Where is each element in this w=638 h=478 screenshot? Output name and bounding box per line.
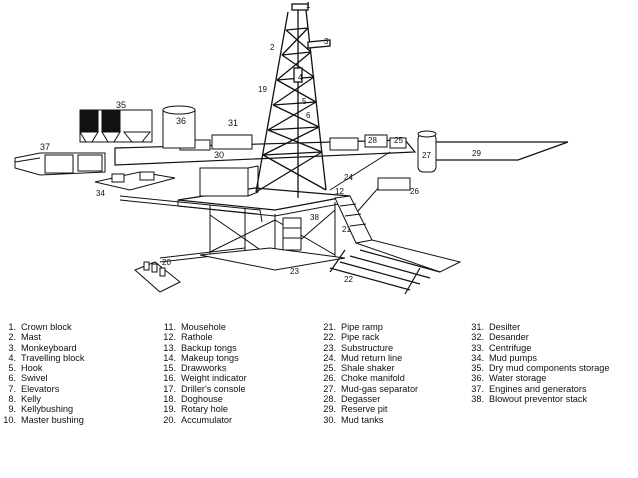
callout-37: 37 (40, 142, 50, 152)
callout-38: 38 (310, 213, 319, 222)
callout-31: 31 (228, 118, 238, 128)
legend-item: 2.Mast (8, 332, 41, 343)
legend-item: 31.Desilter (471, 322, 521, 332)
legend-item: 33.Centrifuge (471, 342, 532, 353)
component-legend: 1.Crown block 2.Mast 3.Monkeyboard 4.Tra… (0, 322, 638, 432)
callout-25: 25 (394, 136, 403, 145)
reserve-pit (431, 141, 569, 161)
callout-5: 5 (302, 97, 307, 106)
legend-item: 22.Pipe rack (323, 332, 380, 343)
callout-30: 30 (214, 150, 224, 160)
callout-36: 36 (176, 116, 186, 126)
legend-item: 37.Engines and generators (471, 383, 587, 394)
legend-item: 9.Kellybushing (8, 404, 74, 415)
legend-item: 28.Degasser (323, 394, 381, 405)
legend-item: 14.Makeup tongs (163, 352, 239, 363)
callout-21: 21 (342, 225, 351, 234)
rig-drawing: 1 2 3 4 5 6 19 35 36 31 30 37 34 28 25 2… (14, 1, 569, 295)
legend-item: 11.Mousehole (163, 322, 226, 332)
legend-item: 21.Pipe ramp (323, 322, 383, 332)
accumulator (134, 261, 181, 293)
legend-item: 8.Kelly (8, 394, 41, 405)
doghouse (199, 167, 249, 197)
legend-item: 38.Blowout preventor stack (471, 394, 588, 405)
legend-column-4: 31.Desilter 32.Desander 33.Centrifuge 34… (468, 322, 610, 405)
legend-column-3: 21.Pipe ramp 22.Pipe rack 23.Substructur… (320, 322, 418, 425)
callout-34: 34 (96, 189, 105, 198)
choke-manifold (377, 177, 411, 191)
legend-item: 18.Doghouse (163, 394, 223, 405)
callout-6: 6 (306, 111, 311, 120)
bop-stack (282, 217, 302, 251)
legend-item: 23.Substructure (323, 342, 394, 353)
legend-item: 3.Monkeyboard (8, 342, 77, 353)
legend-item: 25.Shale shaker (323, 363, 395, 374)
callout-22: 22 (344, 275, 353, 284)
legend-item: 30.Mud tanks (323, 414, 384, 425)
legend-item: 17.Driller's console (163, 383, 246, 394)
callout-28: 28 (368, 136, 377, 145)
legend-item: 10.Master bushing (3, 414, 84, 425)
callout-23: 23 (290, 267, 299, 276)
mast (255, 3, 331, 198)
legend-item: 12.Rathole (163, 332, 213, 343)
legend-item: 13.Backup tongs (163, 342, 237, 353)
legend-item: 5.Hook (8, 363, 43, 374)
callout-12: 12 (335, 187, 344, 196)
callout-27: 27 (422, 151, 431, 160)
legend-item: 4.Travelling block (8, 352, 85, 363)
legend-item: 6.Swivel (8, 373, 48, 384)
legend-column-2: 11.Mousehole 12.Rathole 13.Backup tongs … (160, 322, 247, 425)
legend-item: 34.Mud pumps (471, 352, 538, 363)
drilling-rig-illustration: 1 2 3 4 5 6 19 35 36 31 30 37 34 28 25 2… (14, 1, 569, 295)
legend-item: 35.Dry mud components storage (471, 363, 610, 374)
legend-column-1: 1.Crown block 2.Mast 3.Monkeyboard 4.Tra… (0, 322, 85, 425)
legend-item: 19.Rotary hole (163, 404, 228, 415)
callout-19: 19 (258, 85, 267, 94)
callout-24: 24 (344, 173, 353, 182)
pipe-rack (329, 249, 441, 295)
legend-item: 1.Crown block (8, 322, 72, 332)
legend-item: 29.Reserve pit (323, 404, 388, 415)
legend-item: 24.Mud return line (323, 352, 403, 363)
callout-4: 4 (298, 73, 303, 82)
callout-26: 26 (410, 187, 419, 196)
callout-29: 29 (472, 149, 481, 158)
legend-item: 32.Desander (471, 332, 529, 343)
callout-2: 2 (270, 43, 275, 52)
legend-item: 20.Accumulator (163, 414, 233, 425)
callout-1: 1 (306, 1, 311, 10)
legend-item: 26.Choke manifold (323, 373, 405, 384)
callout-3: 3 (324, 37, 329, 46)
callout-20: 20 (162, 258, 171, 267)
engines-generators (14, 152, 106, 176)
legend-item: 16.Weight indicator (163, 373, 247, 384)
legend-item: 15.Drawworks (163, 363, 227, 374)
legend-item: 7.Elevators (8, 383, 60, 394)
pipe-ramp (334, 195, 373, 244)
mud-pumps (94, 171, 176, 191)
callout-35: 35 (116, 100, 126, 110)
legend-item: 36.Water storage (471, 373, 547, 384)
dry-mud-storage (79, 109, 153, 143)
legend-item: 27.Mud-gas separator (323, 383, 419, 394)
